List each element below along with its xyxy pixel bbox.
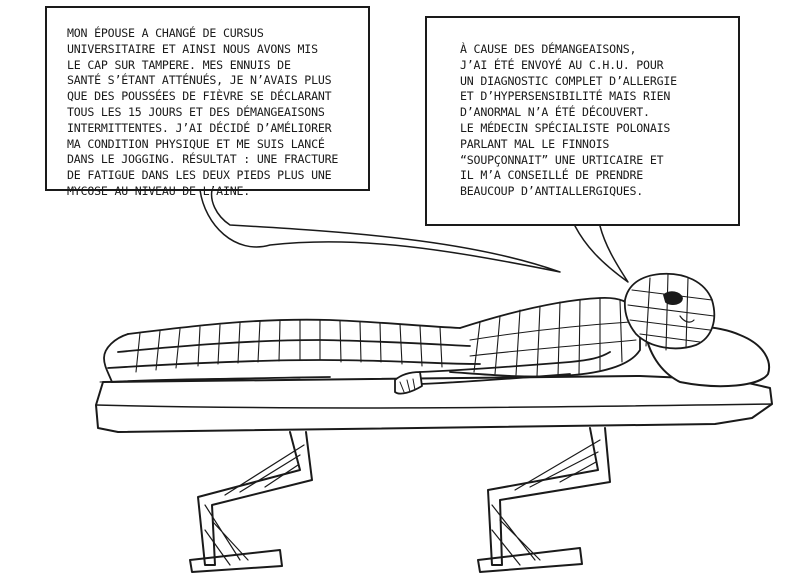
left-bubble-tail	[199, 189, 561, 273]
narration-text-left: Mon épouse a changé de cursus universita…	[67, 26, 339, 198]
speech-bubble-left: Mon épouse a changé de cursus universita…	[45, 6, 370, 198]
examination-table	[95, 375, 773, 573]
speech-bubble-right: À cause des démangeaisons, j’ai été envo…	[425, 16, 740, 226]
right-bubble-tail	[574, 225, 629, 283]
narration-text-right: À cause des démangeaisons, j’ai été envo…	[460, 42, 677, 199]
bandaged-body	[103, 272, 716, 395]
